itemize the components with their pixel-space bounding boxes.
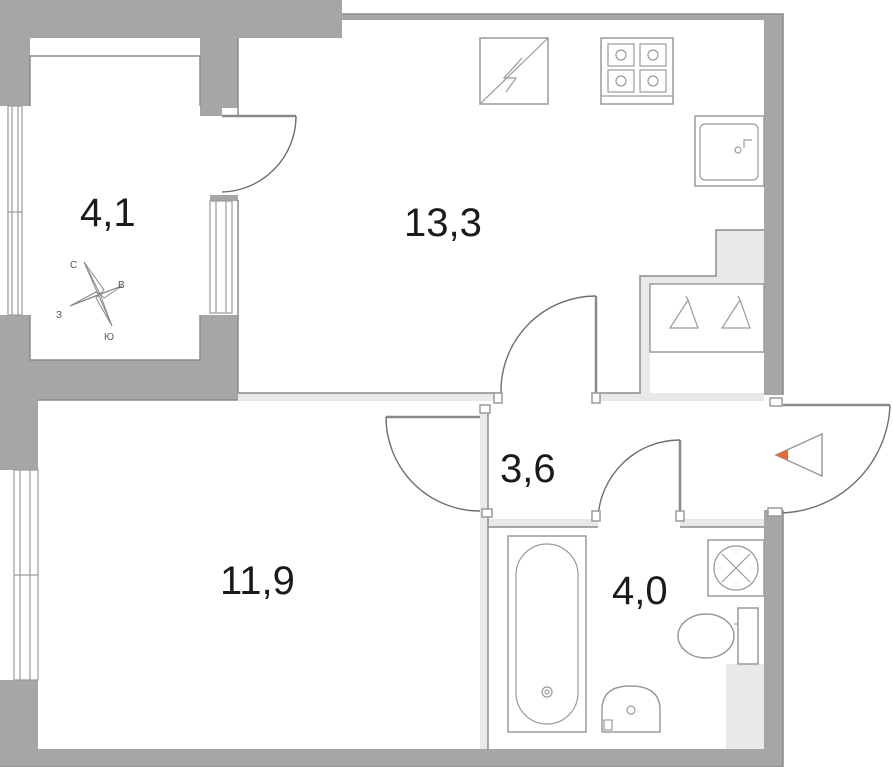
kitchen-sink-icon: [694, 115, 765, 187]
electric-panel-icon: [479, 37, 549, 105]
exterior-walls: [0, 0, 783, 767]
ventilation-icon: [707, 539, 765, 597]
compass-icon: С В Ю З: [56, 260, 125, 343]
compass-north-label: С: [70, 260, 77, 271]
entrance-marker-icon: [774, 432, 823, 478]
compass-west-label: З: [56, 310, 62, 321]
door-bathroom: [591, 439, 685, 522]
window-balcony-left: [7, 105, 23, 316]
room-area-balcony: 4,1: [80, 191, 136, 235]
door-balcony: [221, 114, 297, 193]
room-area-kitchen-living: 13,3: [404, 201, 482, 245]
door-bedroom: [385, 404, 493, 518]
room-area-bedroom: 11,9: [220, 559, 295, 603]
wardrobe-hangers-icon: [649, 283, 765, 353]
compass-south-label: Ю: [104, 332, 114, 343]
room-area-bathroom: 4,0: [612, 569, 668, 613]
door-entrance: [767, 397, 891, 517]
partition-walls: [238, 230, 770, 749]
window-bedroom: [13, 469, 39, 681]
stove-icon: [600, 37, 674, 105]
toilet-icon: [677, 607, 759, 665]
compass-east-label: В: [118, 280, 125, 291]
wall-outlines: [0, 13, 784, 767]
bathtub-icon: [507, 535, 587, 733]
room-area-hallway: 3,6: [500, 447, 556, 491]
window-balcony-inner: [209, 200, 233, 314]
door-kitchen: [493, 295, 601, 404]
washbasin-icon: [601, 685, 661, 733]
